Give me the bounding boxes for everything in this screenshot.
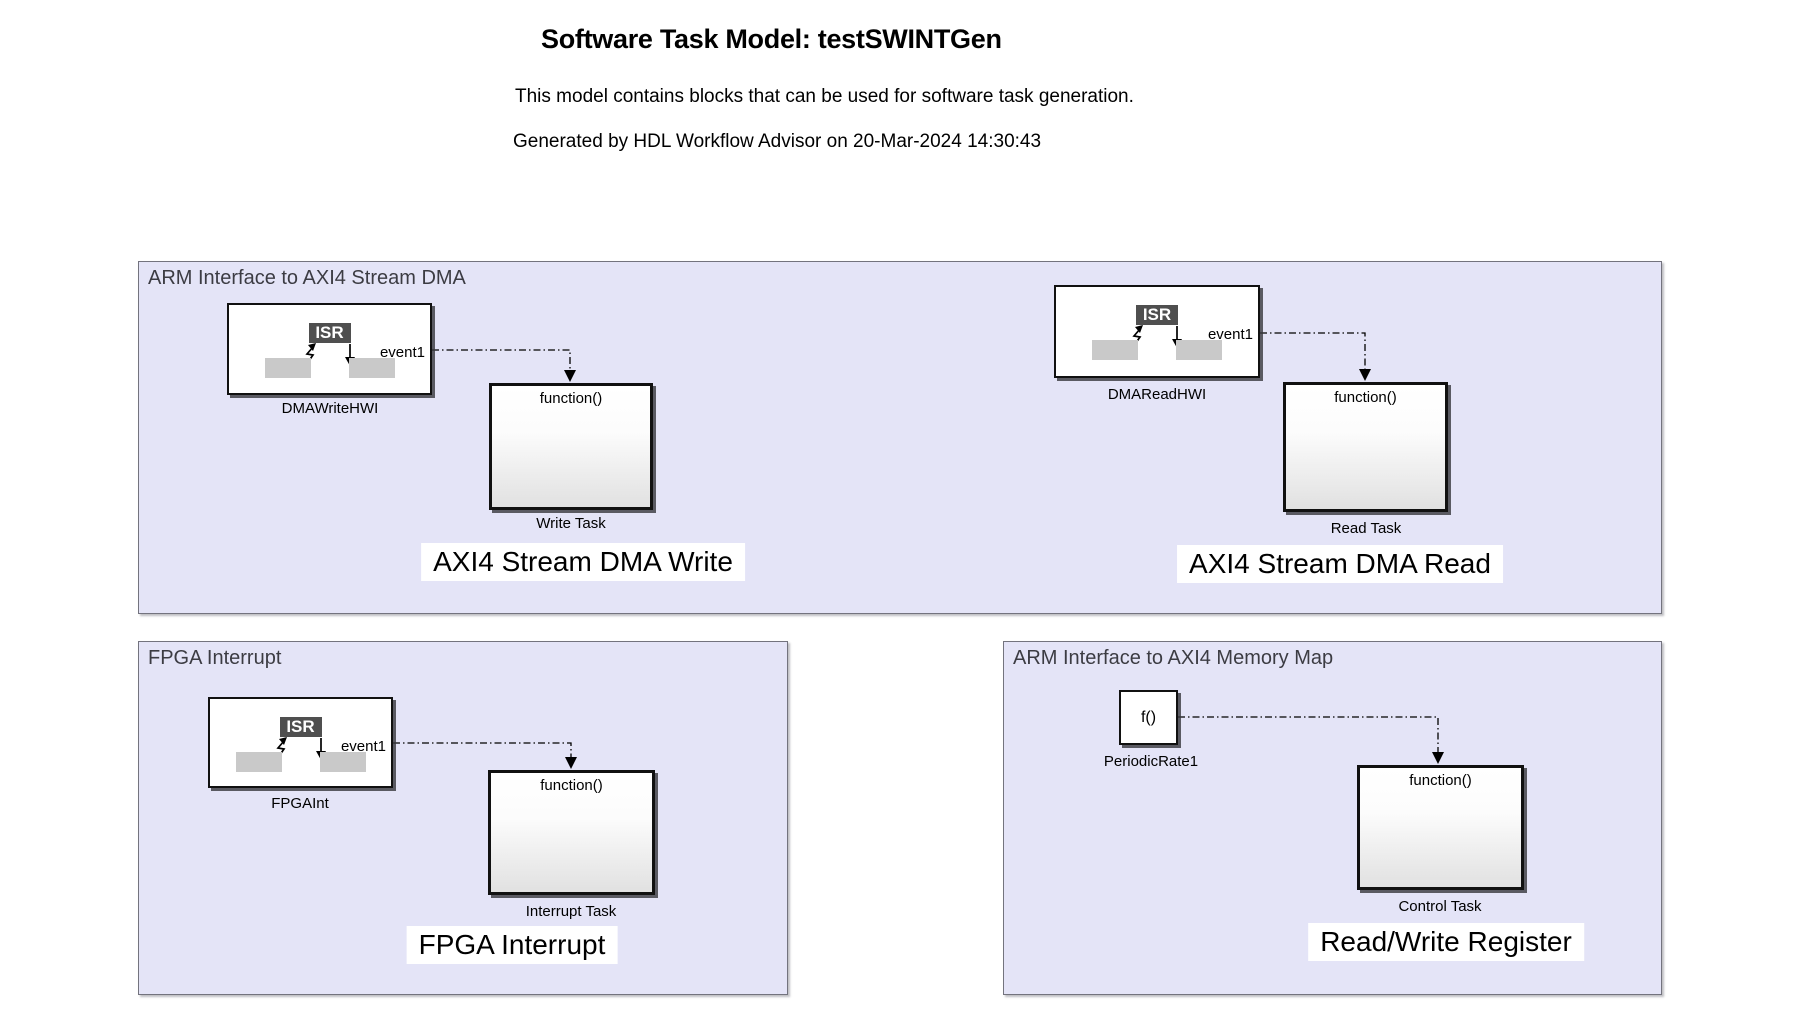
annotation-fpga-interrupt[interactable]: FPGA Interrupt [406,926,618,964]
block-read-task[interactable]: function() [1283,382,1448,512]
block-caption-interrupt-task: Interrupt Task [525,903,617,920]
annotation-axi4-stream-dma-write[interactable]: AXI4 Stream DMA Write [421,543,745,581]
region-title: ARM Interface to AXI4 Memory Map [1013,647,1334,669]
block-caption-dmareadhwi: DMAReadHWI [1107,386,1207,403]
block-periodicrate1[interactable]: f() [1119,690,1178,745]
placeholder-rect [264,358,311,378]
output-port-label: event1 [379,344,425,361]
block-caption-control-task: Control Task [1398,898,1482,915]
block-caption-fpgaint: FPGAInt [271,795,329,812]
block-caption-periodicrate1: PeriodicRate1 [1103,753,1199,770]
placeholder-rect [1092,340,1138,360]
region-title: FPGA Interrupt [148,647,282,669]
generated-timestamp: Generated by HDL Workflow Advisor on 20-… [513,131,1042,152]
block-write-task[interactable]: function() [489,383,653,510]
function-port-label: function() [539,390,603,407]
block-caption-dmawritehwi: DMAWriteHWI [281,400,379,417]
placeholder-rect [1176,340,1222,360]
block-interrupt-task[interactable]: function() [488,770,655,895]
block-caption-write-task: Write Task [536,515,606,532]
isr-badge: ISR [1136,305,1178,325]
block-control-task[interactable]: function() [1357,765,1524,890]
annotation-read-write-register[interactable]: Read/Write Register [1308,923,1584,961]
annotation-axi4-stream-dma-read[interactable]: AXI4 Stream DMA Read [1177,545,1503,583]
function-port-label: function() [1334,389,1397,406]
output-port-label: event1 [1207,326,1253,343]
block-dmawritehwi[interactable]: ISR event1 [227,303,432,395]
model-description: This model contains blocks that can be u… [515,86,1134,107]
page-title: Software Task Model: testSWINTGen [541,24,1002,54]
block-dmareadhwi[interactable]: ISR event1 [1054,285,1260,378]
isr-badge: ISR [308,323,351,343]
wire-dmawritehwi-to-writetask[interactable] [432,349,571,370]
function-port-label: function() [540,777,603,794]
block-caption-read-task: Read Task [1330,520,1402,537]
block-fpgaint[interactable]: ISR event1 [208,697,393,788]
function-port-label: function() [1409,772,1472,789]
periodic-function-label: f() [1140,708,1157,726]
placeholder-rect [235,752,282,772]
placeholder-rect [348,358,395,378]
wire-dmareadhwi-to-readtask[interactable] [1260,332,1366,369]
placeholder-rect [319,752,366,772]
isr-badge: ISR [279,717,322,737]
region-title: ARM Interface to AXI4 Stream DMA [148,267,466,289]
wire-fpgaint-to-interrupttask[interactable] [393,742,572,757]
output-port-label: event1 [340,738,386,755]
